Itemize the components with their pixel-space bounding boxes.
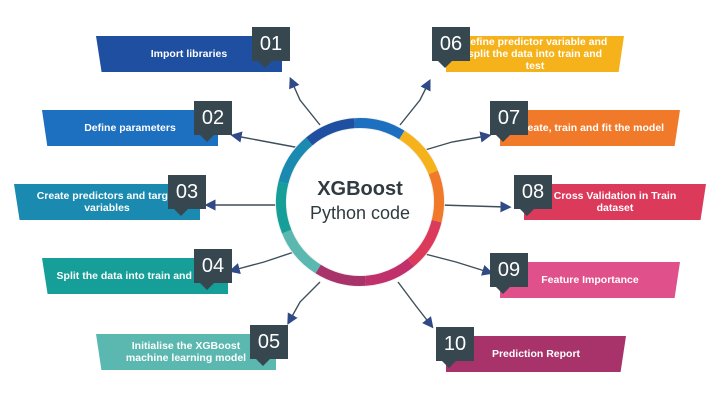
ring-inner bbox=[287, 129, 433, 275]
step-02-banner: Define parameters bbox=[42, 110, 218, 146]
connector-arrow bbox=[287, 281, 321, 325]
step-10-badge: 10 bbox=[436, 327, 474, 368]
center-subtitle: Python code bbox=[309, 203, 411, 223]
connector-arrow bbox=[424, 253, 494, 276]
connector-arrow bbox=[397, 281, 434, 329]
step-08-banner: Cross Validation in Train dataset bbox=[524, 184, 706, 220]
ring-segment bbox=[306, 118, 356, 146]
center-ring bbox=[276, 118, 444, 286]
ring-segment bbox=[428, 170, 444, 223]
ring-segment bbox=[399, 130, 438, 175]
ring-segment bbox=[407, 219, 442, 267]
ring-segment bbox=[278, 137, 313, 185]
step-06-badge: 06 bbox=[432, 27, 470, 68]
step-05-banner: Initialise the XGBoost machine learning … bbox=[96, 334, 276, 370]
center-title: XGBoost bbox=[317, 178, 403, 200]
connector-arrow bbox=[289, 76, 321, 126]
ring-segment bbox=[276, 181, 292, 234]
ring-segment bbox=[354, 118, 405, 140]
step-06-banner: Define predictor variable and split the … bbox=[446, 36, 624, 72]
step-02-badge: 02 bbox=[194, 101, 232, 142]
connector-arrow bbox=[228, 249, 301, 274]
connector-arrow bbox=[399, 78, 431, 126]
ring-segment bbox=[282, 229, 321, 274]
step-01-badge: 01 bbox=[252, 27, 290, 68]
step-04-badge: 04 bbox=[194, 249, 232, 290]
connector-arrow bbox=[230, 131, 301, 149]
step-05-badge: 05 bbox=[250, 325, 288, 366]
ring-segment bbox=[315, 264, 366, 286]
step-09-badge: 09 bbox=[490, 253, 528, 294]
step-10-banner: Prediction Report bbox=[446, 336, 626, 372]
step-07-banner: Create, train and fit the model bbox=[500, 110, 680, 146]
step-08-badge: 08 bbox=[514, 175, 552, 216]
connector-arrow bbox=[439, 201, 512, 213]
step-01-banner: Import libraries bbox=[96, 36, 282, 72]
step-09-banner: Feature Importance bbox=[500, 262, 680, 298]
step-07-badge: 07 bbox=[490, 101, 528, 142]
connector-lines bbox=[204, 76, 512, 329]
connector-arrow bbox=[424, 131, 492, 151]
ring-segment bbox=[364, 258, 414, 286]
step-03-badge: 03 bbox=[168, 175, 206, 216]
